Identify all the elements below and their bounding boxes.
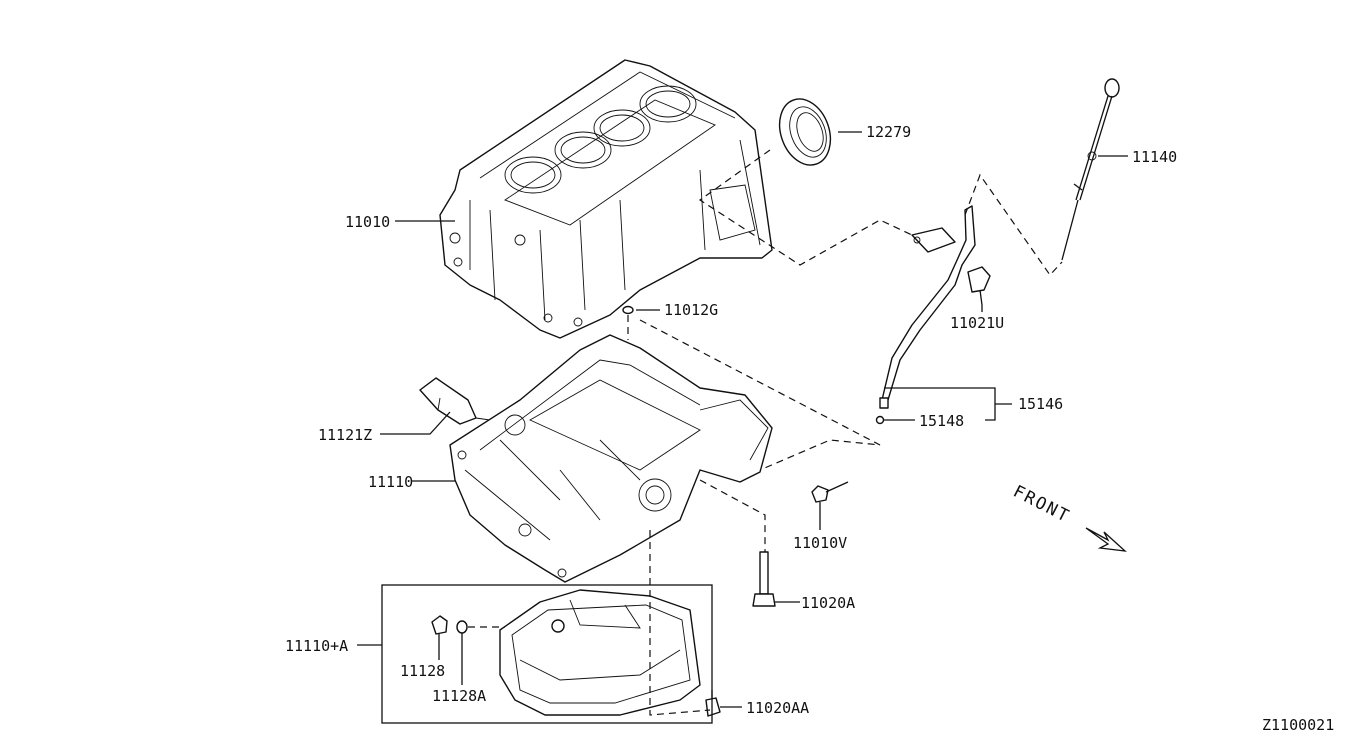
bolt-11021u-part bbox=[967, 266, 991, 306]
oil-gauge-guide-part bbox=[875, 205, 976, 425]
guide-upper-dash bbox=[964, 173, 1063, 276]
rear-oil-seal-part bbox=[778, 98, 832, 166]
oil-pan-part bbox=[499, 589, 701, 716]
label-11128: 11128 bbox=[400, 662, 445, 680]
bolt-11010v-part bbox=[811, 481, 849, 503]
oil-pan-dash bbox=[649, 530, 711, 716]
label-11110: 11110 bbox=[368, 473, 413, 491]
label-11140: 11140 bbox=[1132, 148, 1177, 166]
front-direction-label: FRONT bbox=[1010, 482, 1074, 528]
bolt-11020aa-part bbox=[705, 690, 721, 717]
block-to-guide-dash bbox=[639, 319, 881, 471]
oil-level-gauge-part bbox=[1061, 78, 1120, 261]
seal-to-guide-dash bbox=[698, 149, 913, 266]
label-15148: 15148 bbox=[919, 412, 964, 430]
label-11020a: 11020A bbox=[801, 594, 855, 612]
label-11010: 11010 bbox=[345, 213, 390, 231]
drain-washer-part bbox=[456, 620, 468, 634]
label-11020aa: 11020AA bbox=[746, 699, 809, 717]
label-12279: 12279 bbox=[866, 123, 911, 141]
label-11021u: 11021U bbox=[950, 314, 1004, 332]
oil-pan-inset-frame bbox=[381, 584, 713, 724]
bolt-11020a-part bbox=[752, 551, 776, 607]
label-11010v: 11010V bbox=[793, 534, 847, 552]
label-11128a: 11128A bbox=[432, 687, 486, 705]
o-ring-11012g-part bbox=[622, 305, 634, 315]
lower-block-to-bolt-dash bbox=[699, 479, 766, 552]
oil-strainer-part bbox=[419, 377, 491, 425]
label-11110a: 11110+A bbox=[285, 637, 348, 655]
lower-cylinder-block-part bbox=[449, 334, 773, 583]
label-15146: 15146 bbox=[1018, 395, 1063, 413]
diagram-id-label: Z1100021 bbox=[1262, 716, 1334, 734]
cylinder-block-part bbox=[439, 59, 773, 339]
label-11012g: 11012G bbox=[664, 301, 718, 319]
drain-plug-part bbox=[431, 615, 448, 635]
front-arrow-icon bbox=[1085, 527, 1127, 552]
label-11121z: 11121Z bbox=[318, 426, 372, 444]
